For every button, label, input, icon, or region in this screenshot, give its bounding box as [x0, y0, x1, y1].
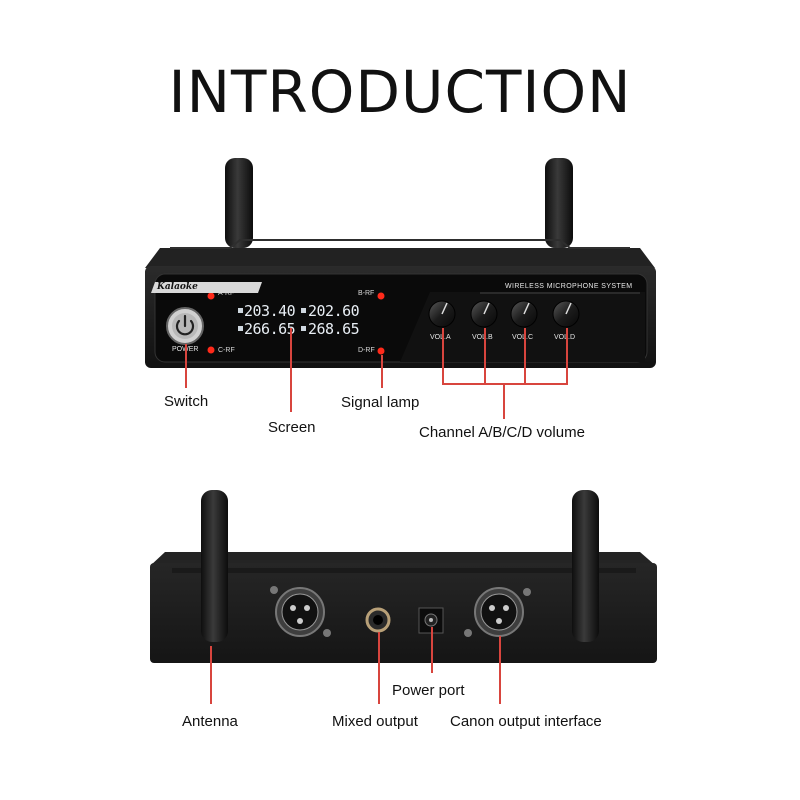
- led-c: [207, 346, 215, 354]
- front-antenna-left: [225, 158, 253, 248]
- power-port-callout-line: [431, 627, 433, 673]
- signal-lamp-callout-line: [381, 355, 383, 388]
- back-antenna-right: [572, 490, 599, 642]
- front-antenna-right: [545, 158, 573, 248]
- power-port-label: Power port: [392, 682, 465, 699]
- frequency-a: 203.40: [244, 302, 296, 320]
- brand-logo: Kalaoke: [157, 282, 198, 292]
- volume-knob-a: [428, 300, 456, 328]
- led-a: [207, 292, 215, 300]
- screen-callout-line: [290, 328, 292, 412]
- volume-knob-c: [510, 300, 538, 328]
- antenna-label: Antenna: [182, 713, 238, 730]
- xlr-connector-right: [464, 587, 531, 637]
- back-antenna-left: [201, 490, 228, 642]
- mixed-output-callout-line: [378, 632, 380, 704]
- canon-output-label: Canon output interface: [450, 713, 602, 730]
- rf-label-c: C-RF: [218, 347, 235, 354]
- volume-callout-stem: [503, 383, 505, 419]
- frequency-d: 268.65: [308, 320, 360, 338]
- page-title: INTRODUCTION: [168, 58, 632, 126]
- volume-label-a: VOL.A: [430, 334, 451, 341]
- led-d: [377, 347, 385, 355]
- volume-knob-d: [552, 300, 580, 328]
- volume-callout-drop-c: [524, 328, 526, 384]
- channel-volume-label: Channel A/B/C/D volume: [419, 424, 585, 441]
- mixed-output-jack: [365, 607, 391, 633]
- volume-callout-drop-a: [442, 328, 444, 384]
- switch-label: Switch: [164, 393, 209, 410]
- switch-callout-line: [185, 344, 187, 388]
- xlr-connector-left: [270, 586, 331, 637]
- volume-callout-bar: [442, 383, 568, 385]
- volume-knob-b: [470, 300, 498, 328]
- screen-label: Screen: [268, 419, 316, 436]
- system-label: WIRELESS MICROPHONE SYSTEM: [505, 283, 633, 290]
- rf-label-b: B-RF: [358, 290, 375, 297]
- signal-lamp-label: Signal lamp: [341, 394, 420, 411]
- volume-label-c: VOL.C: [512, 334, 534, 341]
- mixed-output-label: Mixed output: [332, 713, 418, 730]
- volume-callout-drop-b: [484, 328, 486, 384]
- frequency-c: 266.65: [244, 320, 296, 338]
- led-b: [377, 292, 385, 300]
- volume-callout-drop-d: [566, 328, 568, 384]
- rf-label-a: A-RF: [218, 290, 235, 297]
- volume-label-b: VOL.B: [472, 334, 493, 341]
- volume-label-d: VOL.D: [554, 334, 576, 341]
- canon-output-callout-line: [499, 636, 501, 704]
- frequency-b: 202.60: [308, 302, 360, 320]
- antenna-callout-line: [210, 646, 212, 704]
- rf-label-d: D-RF: [358, 347, 375, 354]
